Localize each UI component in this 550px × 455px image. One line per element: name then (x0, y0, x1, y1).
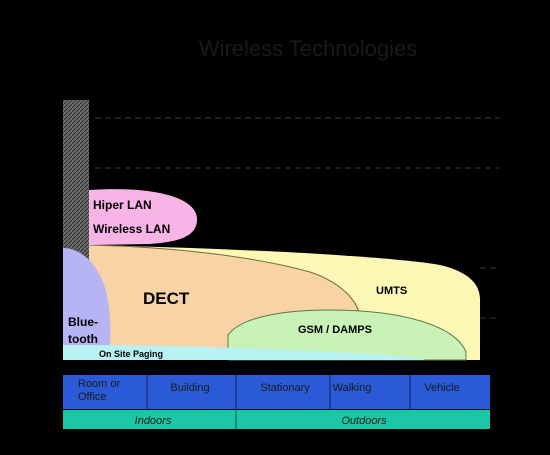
grid-lines (95, 117, 500, 319)
mobility-cell-room-office-line1: Room or (78, 378, 121, 390)
umts-dect-divider (88, 244, 361, 319)
bluetooth-label-line2: tooth (68, 332, 98, 346)
gsm-damps-label: GSM / DAMPS (298, 324, 372, 336)
environment-row-background (63, 410, 490, 429)
environment-row: Indoors Outdoors (63, 410, 490, 429)
diagram-title: Wireless Technologies (199, 36, 417, 61)
mobility-cell-stationary: Stationary (260, 382, 310, 394)
wireless-lan-label: Wireless LAN (93, 222, 170, 236)
mobility-cell-walking: Walking (333, 382, 372, 394)
mobility-cell-vehicle: Vehicle (424, 382, 459, 394)
tick-label-1000: 1000 (30, 150, 50, 160)
hiper-lan-label: Hiper LAN (93, 198, 152, 212)
tick-label-10: 10 (38, 250, 48, 260)
tick-label-01: 0.1 (38, 298, 51, 308)
tick-label-100: 100 (34, 200, 49, 210)
bluetooth-region (63, 248, 111, 345)
hiper-lan-region (89, 189, 198, 245)
environment-cell-outdoors: Outdoors (341, 415, 387, 427)
gsm-region (227, 309, 467, 361)
on-site-paging-label: On Site Paging (99, 349, 163, 359)
mobility-cell-building: Building (170, 382, 209, 394)
bluetooth-label-line1: Blue- (68, 315, 98, 329)
mobility-row: Room or Office Building Stationary Walki… (63, 375, 490, 409)
mobility-cell-room-office-line2: Office (78, 391, 107, 403)
dect-label: DECT (143, 289, 190, 308)
on-site-paging-region (63, 345, 425, 360)
mobility-row-background (63, 375, 490, 409)
y-axis-unit-label: Mbit/s (130, 101, 160, 113)
environment-cell-indoors: Indoors (135, 415, 172, 427)
y-axis-ticks: 1000 100 10 0.1 (30, 150, 51, 308)
umts-label: UMTS (376, 285, 407, 297)
